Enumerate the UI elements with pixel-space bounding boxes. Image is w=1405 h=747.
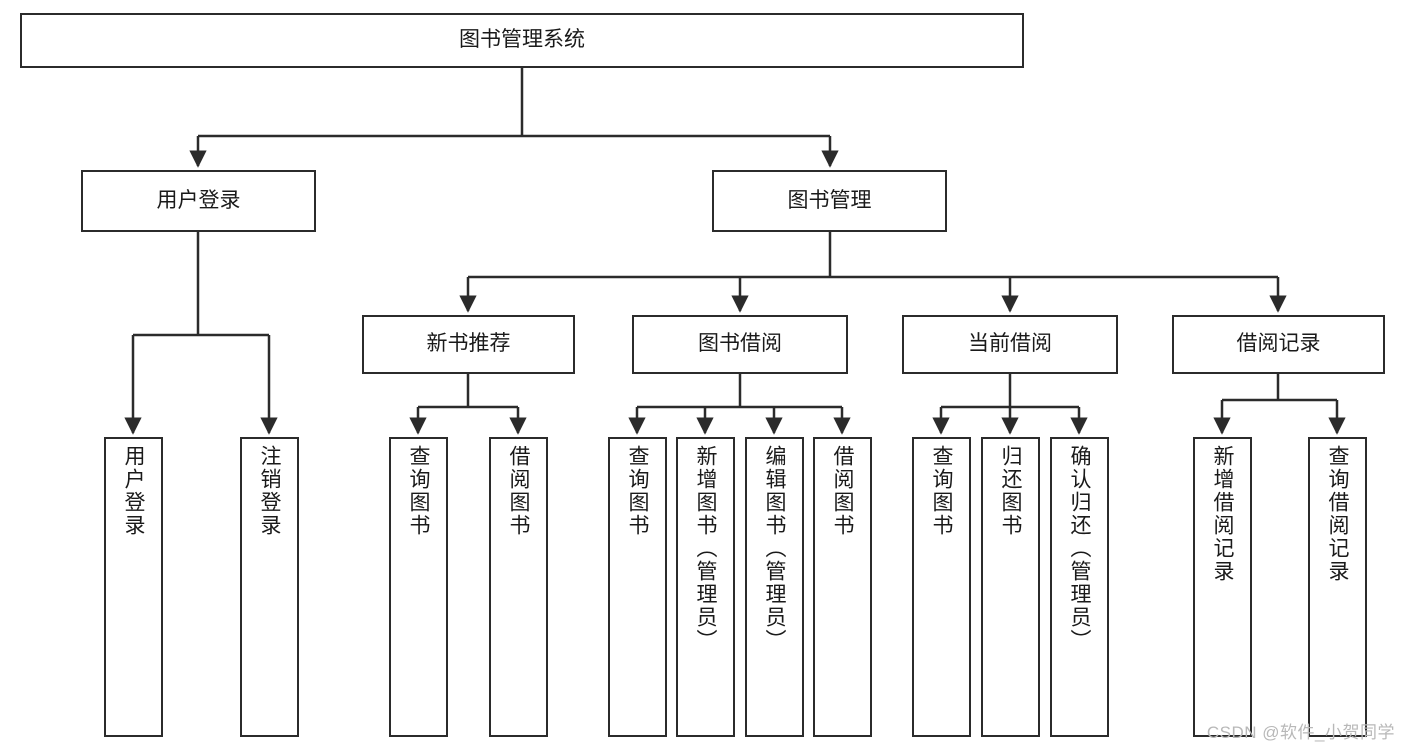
node-leaf-borrow-book-1[interactable]: 借阅图书 (489, 437, 548, 737)
node-new-book-recommend-label: 新书推荐 (426, 332, 511, 356)
node-leaf-logout-login[interactable]: 注销登录 (240, 437, 299, 737)
node-borrow-record-label: 借阅记录 (1236, 332, 1321, 356)
node-leaf-edit-book[interactable]: 编辑图书（管理员） (745, 437, 804, 737)
node-leaf-add-book-label: 新增图书（管理员） (694, 445, 717, 652)
node-leaf-edit-book-label: 编辑图书（管理员） (763, 445, 786, 652)
node-user-login[interactable]: 用户登录 (81, 170, 316, 232)
node-root-label: 图书管理系统 (459, 28, 585, 52)
node-leaf-query-book-2-label: 查询图书 (626, 445, 649, 537)
node-book-manage[interactable]: 图书管理 (712, 170, 947, 232)
node-leaf-query-book-1[interactable]: 查询图书 (389, 437, 448, 737)
node-leaf-query-book-1-label: 查询图书 (407, 445, 430, 537)
node-leaf-query-book-3[interactable]: 查询图书 (912, 437, 971, 737)
node-leaf-query-borrow-record[interactable]: 查询借阅记录 (1308, 437, 1367, 737)
node-leaf-return-book[interactable]: 归还图书 (981, 437, 1040, 737)
node-user-login-label: 用户登录 (156, 188, 241, 212)
node-leaf-query-borrow-record-label: 查询借阅记录 (1326, 445, 1349, 583)
node-leaf-user-login-label: 用户登录 (122, 445, 145, 537)
node-book-borrow-label: 图书借阅 (698, 332, 782, 356)
node-leaf-confirm-return[interactable]: 确认归还（管理员） (1050, 437, 1109, 737)
node-book-manage-label: 图书管理 (787, 188, 872, 212)
node-leaf-borrow-book-2-label: 借阅图书 (831, 445, 854, 537)
node-leaf-add-book[interactable]: 新增图书（管理员） (676, 437, 735, 737)
node-leaf-query-book-2[interactable]: 查询图书 (608, 437, 667, 737)
node-leaf-add-borrow-record[interactable]: 新增借阅记录 (1193, 437, 1252, 737)
node-new-book-recommend[interactable]: 新书推荐 (362, 315, 575, 374)
node-current-borrow-label: 当前借阅 (968, 332, 1052, 356)
node-leaf-borrow-book-1-label: 借阅图书 (507, 445, 530, 537)
node-leaf-borrow-book-2[interactable]: 借阅图书 (813, 437, 872, 737)
node-leaf-logout-login-label: 注销登录 (258, 445, 281, 537)
node-borrow-record[interactable]: 借阅记录 (1172, 315, 1385, 374)
node-leaf-user-login[interactable]: 用户登录 (104, 437, 163, 737)
node-leaf-add-borrow-record-label: 新增借阅记录 (1211, 445, 1234, 583)
node-book-borrow[interactable]: 图书借阅 (632, 315, 848, 374)
node-leaf-return-book-label: 归还图书 (999, 445, 1022, 537)
node-root[interactable]: 图书管理系统 (20, 13, 1024, 68)
node-leaf-query-book-3-label: 查询图书 (930, 445, 953, 537)
node-leaf-confirm-return-label: 确认归还（管理员） (1068, 445, 1091, 652)
node-current-borrow[interactable]: 当前借阅 (902, 315, 1118, 374)
